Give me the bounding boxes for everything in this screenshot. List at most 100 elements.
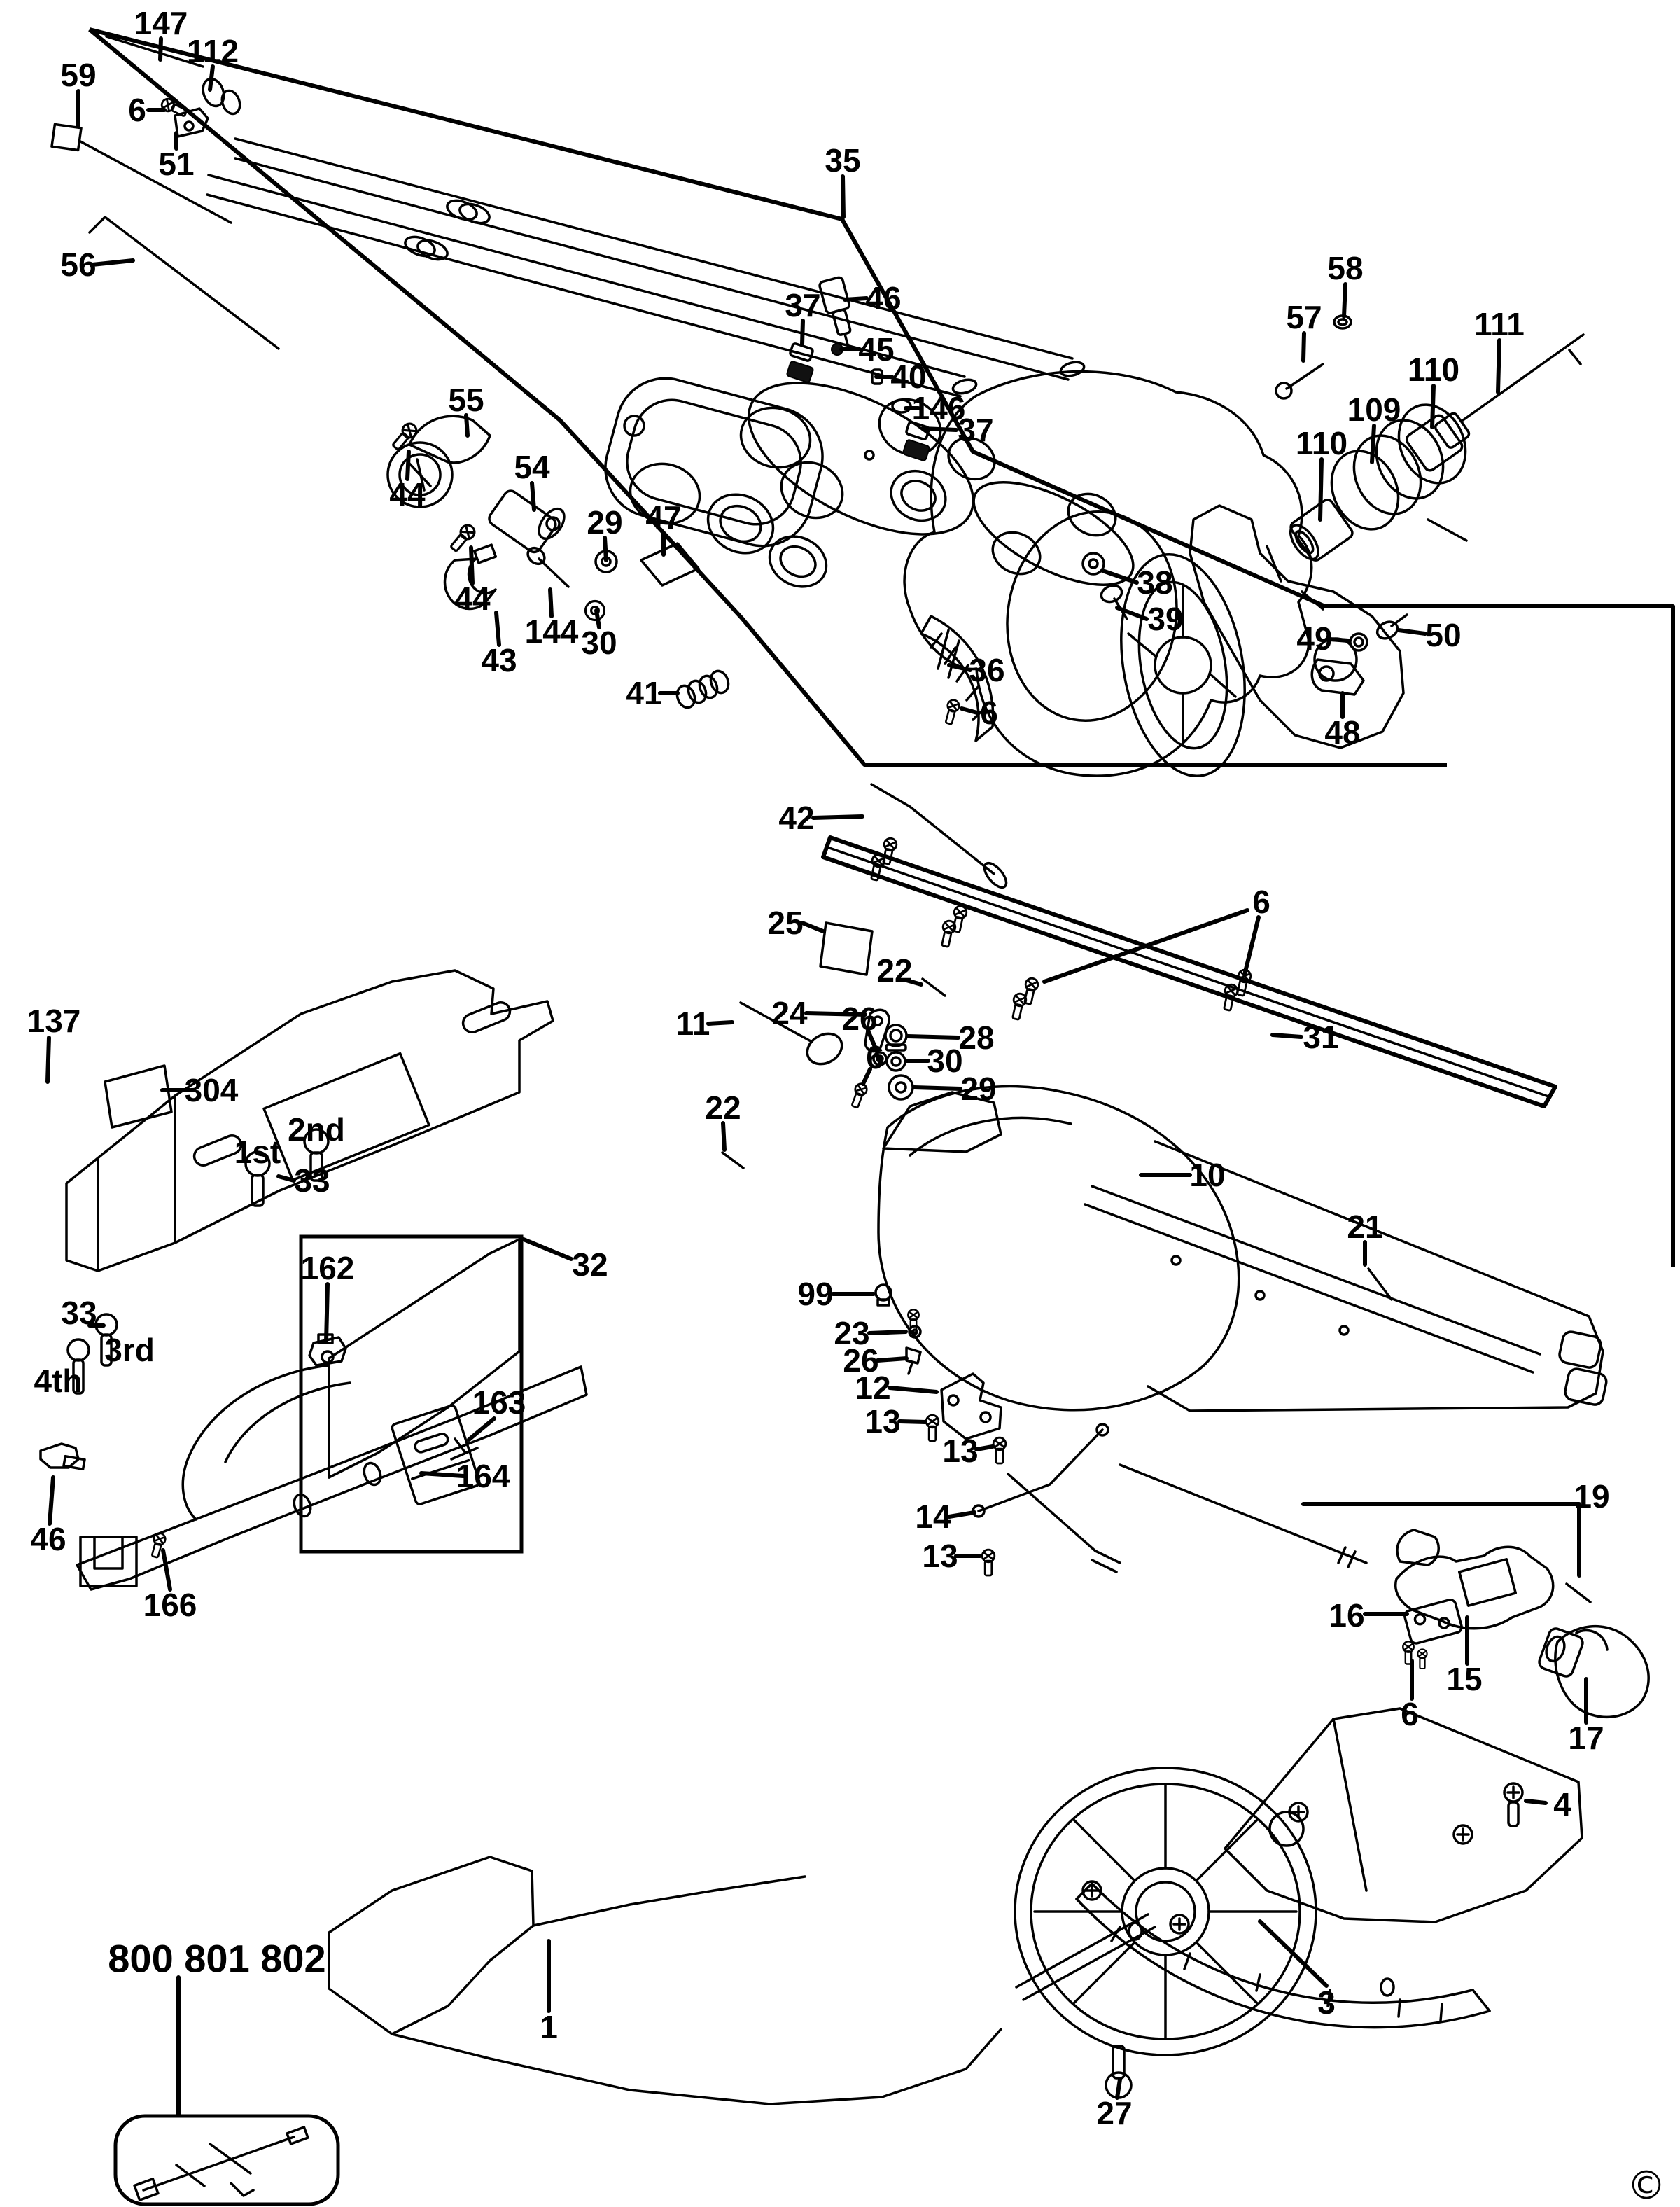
leader-line-42 <box>811 814 864 820</box>
callout-35-6: 35 <box>825 142 860 179</box>
callout-146-21: 146 <box>912 390 966 426</box>
callout-33-77: 33 <box>61 1295 97 1331</box>
callout-23-52: 23 <box>834 1315 869 1351</box>
callout-112-1: 112 <box>187 33 239 69</box>
callout-37-17: 37 <box>785 287 820 323</box>
leader-line-111 <box>1496 338 1502 394</box>
leader-line-110 <box>1430 384 1436 429</box>
leader-line-163 <box>467 1416 496 1442</box>
pivot-lock-cluster-drawing <box>386 415 730 709</box>
callout-110-33: 110 <box>1408 351 1460 388</box>
leader-line-43 <box>494 611 501 647</box>
leader-line-4 <box>1524 1799 1548 1805</box>
callout-42-36: 42 <box>778 800 814 836</box>
mounting-screws-33-drawing <box>66 1128 330 1395</box>
callout-109-34: 109 <box>1348 391 1401 428</box>
callout-45-19: 45 <box>858 331 894 368</box>
leader-line-6 <box>861 1067 872 1086</box>
callout-4-64: 4 <box>1553 1786 1572 1823</box>
callout-43-14: 43 <box>481 642 517 678</box>
callout-6-3: 6 <box>128 92 146 128</box>
callout-1-67: 1 <box>540 2009 558 2045</box>
callout-27-66: 27 <box>1096 2095 1132 2131</box>
leader-line-6 <box>1042 908 1250 984</box>
leader-line-3 <box>1258 1919 1329 1988</box>
leader-line-54 <box>530 481 536 512</box>
leader-line-12 <box>888 1386 939 1394</box>
leader-line-164 <box>419 1471 465 1478</box>
callout-29-10: 29 <box>587 504 622 541</box>
leader-line-162 <box>324 1282 330 1344</box>
leader-line-109 <box>1370 424 1376 464</box>
callout-147-0: 147 <box>134 5 188 41</box>
callout-32-73: 32 <box>572 1246 608 1283</box>
callout-46-80: 46 <box>30 1521 66 1557</box>
callout-58-31: 58 <box>1327 250 1363 286</box>
leader-line-166 <box>161 1548 172 1592</box>
callout-50-28: 50 <box>1425 617 1461 653</box>
callout-39-24: 39 <box>1147 601 1183 637</box>
callout-11-40: 11 <box>676 1005 710 1042</box>
callout-4th-79: 4th <box>34 1363 83 1399</box>
callout-99-51: 99 <box>797 1276 833 1312</box>
leader-line-6 <box>960 706 979 715</box>
callout-49-27: 49 <box>1296 620 1332 657</box>
callout-40-20: 40 <box>890 358 926 395</box>
callout-13-56: 13 <box>942 1433 978 1469</box>
callout-28-43: 28 <box>958 1019 994 1056</box>
callout-15-61: 15 <box>1446 1661 1482 1697</box>
callout-144-13: 144 <box>525 613 579 650</box>
callout-10-49: 10 <box>1189 1157 1225 1193</box>
leader-line-6 <box>1242 915 1261 977</box>
callout-162-74: 162 <box>301 1250 355 1286</box>
leader-line-57 <box>1301 331 1306 363</box>
callout-36-25: 36 <box>969 652 1004 688</box>
leader-line-31 <box>1270 1033 1303 1039</box>
callout-38-23: 38 <box>1137 564 1172 601</box>
callout-33-72: 33 <box>294 1162 330 1199</box>
callout-110-35: 110 <box>1296 425 1348 461</box>
callout-3rd-78: 3rd <box>104 1332 155 1368</box>
callout-48-29: 48 <box>1324 714 1360 751</box>
leader-line-35 <box>841 174 846 219</box>
leader-line-37 <box>800 319 805 347</box>
copyright-icon: © <box>1627 2164 1666 2207</box>
leader-line-13 <box>974 1444 995 1451</box>
callout-13-58: 13 <box>922 1538 958 1574</box>
callout-13-55: 13 <box>864 1403 900 1440</box>
callout-25-38: 25 <box>767 905 803 941</box>
leader-line-55 <box>464 413 470 438</box>
callout-46-18: 46 <box>865 280 901 316</box>
leader-line-144 <box>548 587 554 618</box>
callout-17-63: 17 <box>1568 1720 1604 1756</box>
leader-line-22 <box>721 1121 727 1152</box>
callout-55-7: 55 <box>448 382 484 418</box>
callout-137-68: 137 <box>27 1003 81 1039</box>
callout-6-37: 6 <box>1252 884 1270 920</box>
leader-line-29 <box>912 1085 962 1091</box>
callout-21-50: 21 <box>1347 1209 1382 1245</box>
leader-line-30 <box>594 608 601 629</box>
callout-12-54: 12 <box>855 1370 890 1406</box>
callout-31-47: 31 <box>1303 1019 1338 1055</box>
turntable-group-drawing <box>874 1085 1650 1718</box>
leader-line-112 <box>208 64 215 92</box>
callout-51-4: 51 <box>158 146 194 182</box>
leader-line-56 <box>90 258 135 267</box>
leader-line-49 <box>1328 637 1350 643</box>
callout-47-11: 47 <box>645 499 681 536</box>
leader-line-13 <box>897 1419 927 1424</box>
leader-line-25 <box>800 921 825 933</box>
callout-6-44: 6 <box>866 1039 884 1075</box>
callout-44-12: 44 <box>454 580 491 617</box>
callout-800-801-802-82: 800 801 802 <box>108 1937 326 1981</box>
leader-line-36 <box>947 663 972 672</box>
leader-line-23 <box>867 1330 908 1335</box>
leader-line-32 <box>522 1237 573 1261</box>
callout-22-39: 22 <box>876 952 912 989</box>
motor-housing-cluster-drawing <box>706 276 1408 778</box>
callout-59-2: 59 <box>60 57 96 93</box>
